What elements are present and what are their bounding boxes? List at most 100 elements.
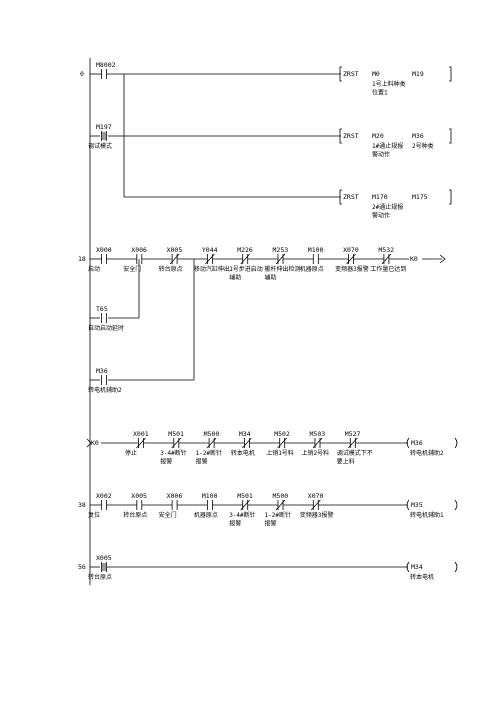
instr-op1-comment-2: 警动作: [372, 212, 390, 220]
contact-m226-r18-slash: [240, 253, 250, 265]
contact-x002-r38-comment: 复位: [88, 511, 100, 519]
contact-x001-k0-address: X001: [133, 430, 149, 438]
contact-m502-k0-comment: 上销1号料: [266, 449, 294, 457]
contact-m527-k0-comment: 要上料: [337, 458, 355, 466]
contact-m8002-address: M8002: [96, 61, 116, 69]
contact-y044-r18-address: Y044: [202, 246, 218, 254]
contact-m197-comment: 调试模式: [88, 142, 112, 150]
coil-m34-left-arc: [406, 561, 410, 573]
contact-m501-r38-comment: 3-4#断针: [229, 511, 255, 519]
contact-m36-r18-address: M36: [96, 367, 108, 375]
contact-m100-r38-address: M100: [202, 492, 218, 500]
coil-m36-left-arc: [406, 437, 410, 449]
contact-x000-r18-comment: 启动: [88, 265, 100, 273]
contact-m501-k0-comment: 报警: [160, 458, 172, 466]
step-number-56: 56: [78, 563, 86, 571]
contact-m527-k0-comment: 调试模式下不: [337, 449, 373, 457]
coil-m36-address: M36: [411, 439, 423, 447]
contact-m503-k0-slash: [312, 437, 323, 449]
contact-m100-r18-address: M100: [308, 246, 324, 254]
output-label-k0: K0: [410, 255, 418, 263]
contact-x070-r18-comment: 变频器3报警: [335, 265, 369, 273]
instr-op2-1: M36: [412, 132, 424, 140]
instr-op2-comment-1: 2号种类: [412, 142, 434, 150]
contact-m527-k0-slash: [348, 437, 358, 449]
instr-name-0: ZRST: [343, 70, 359, 78]
contact-x005-r18-comment: 转台原点: [159, 265, 183, 273]
instr-op1-2: M170: [372, 193, 388, 201]
contact-x006-r18-address: X006: [131, 246, 147, 254]
instr-bracket-left: [339, 66, 342, 82]
contact-x005-r38-comment: 转台原点: [123, 511, 147, 519]
contact-x005-r38-address: X005: [131, 492, 147, 500]
contact-m500-k0-address: M500: [204, 430, 220, 438]
contact-x006-r38-comment: 安全门: [159, 511, 177, 519]
contact-m501-k0-comment: 3-4#断针: [160, 449, 186, 457]
coil-m36-right-arc: [454, 437, 458, 449]
contact-m500-k0-slash: [206, 437, 217, 449]
contact-x005-r18-address: X005: [167, 246, 183, 254]
contact-m503-k0-address: M503: [310, 430, 326, 438]
contact-x002-r38-address: X002: [96, 492, 112, 500]
contact-m34-k0-address: M34: [239, 430, 251, 438]
k0-prefix: K0: [91, 439, 99, 447]
contact-x006-r38-address: X006: [167, 492, 183, 500]
contact-m500-r38-address: M500: [273, 492, 289, 500]
contact-x070-r18-slash: [346, 253, 356, 265]
contact-m253-r18-comment: 搬杆伸出检测: [265, 265, 301, 273]
coil-m35-comment: 转电机辅助1: [410, 511, 444, 519]
contact-m500-k0-comment: 1-2#断针: [196, 449, 222, 457]
instr-bracket-left: [339, 189, 342, 205]
contact-m100-r38-comment: 机器原点: [194, 511, 218, 519]
instr-op2-0: M19: [412, 70, 424, 78]
contact-m34-k0-comment: 转本电机: [231, 449, 255, 457]
contact-x070-r18-address: X070: [343, 246, 359, 254]
contact-y044-r18-comment: 移动汽缸伸出: [194, 265, 230, 273]
instr-op1-comment-1: 警动作: [372, 151, 390, 159]
contact-x005-r56-address: X005: [96, 554, 112, 562]
instr-name-2: ZRST: [343, 193, 359, 201]
instr-bracket-right: [449, 189, 452, 205]
contact-t65-comment: 自动启动延时: [88, 324, 124, 332]
instr-op1-comment-1: 1#通止规报: [372, 142, 403, 150]
contact-x000-r18-address: X000: [96, 246, 112, 254]
contact-m500-k0-comment: 报警: [196, 458, 208, 466]
contact-m502-k0-slash: [277, 437, 287, 449]
contact-m503-k0-comment: 上销2号料: [302, 449, 330, 457]
contact-x001-k0-slash: [136, 437, 146, 449]
contact-m500-r38-comment: 1-2#断针: [265, 511, 291, 519]
contact-m501-k0-slash: [171, 437, 182, 449]
coil-m34-address: M34: [411, 563, 423, 571]
instr-op1-0: M0: [372, 70, 380, 78]
step-number-38: 38: [78, 501, 86, 509]
contact-m501-k0-address: M501: [168, 430, 184, 438]
coil-m35-left-arc: [406, 499, 410, 511]
coil-m35-right-arc: [454, 499, 458, 511]
contact-m500-r38-comment: 报警: [265, 520, 277, 528]
instr-op1-1: M20: [372, 132, 384, 140]
arrow-icon: [86, 438, 92, 448]
contact-y044-r18-slash: [205, 253, 215, 265]
contact-m501-r38-comment: 报警: [229, 520, 241, 528]
instr-bracket-right: [449, 66, 452, 82]
contact-m500-r38-slash: [275, 499, 286, 511]
coil-m36-comment: 转电机辅助2: [410, 449, 444, 457]
instr-name-1: ZRST: [343, 132, 359, 140]
contact-m253-r18-slash: [275, 253, 286, 265]
contact-m527-k0-address: M527: [345, 430, 361, 438]
contact-m226-r18-comment: 1号步进启动: [229, 265, 263, 273]
contact-m501-r38-slash: [240, 499, 250, 511]
step-number-0: 0: [80, 70, 84, 78]
contact-x070-r38-address: X070: [308, 492, 324, 500]
instr-bracket-right: [449, 128, 452, 144]
instr-op1-comment-0: 1号上料种类: [372, 80, 406, 88]
instr-op2-2: M175: [412, 193, 428, 201]
instr-op1-comment-2: 2#通止规报: [372, 203, 403, 211]
coil-m34-comment: 转本电机: [410, 573, 434, 581]
contact-m226-r18-address: M226: [237, 246, 253, 254]
coil-m35-address: M35: [411, 501, 423, 509]
contact-m532-r18-comment: 工作量已达到: [370, 265, 406, 273]
contact-m532-r18-slash: [381, 253, 392, 265]
contact-t65-address: T65: [96, 305, 108, 313]
